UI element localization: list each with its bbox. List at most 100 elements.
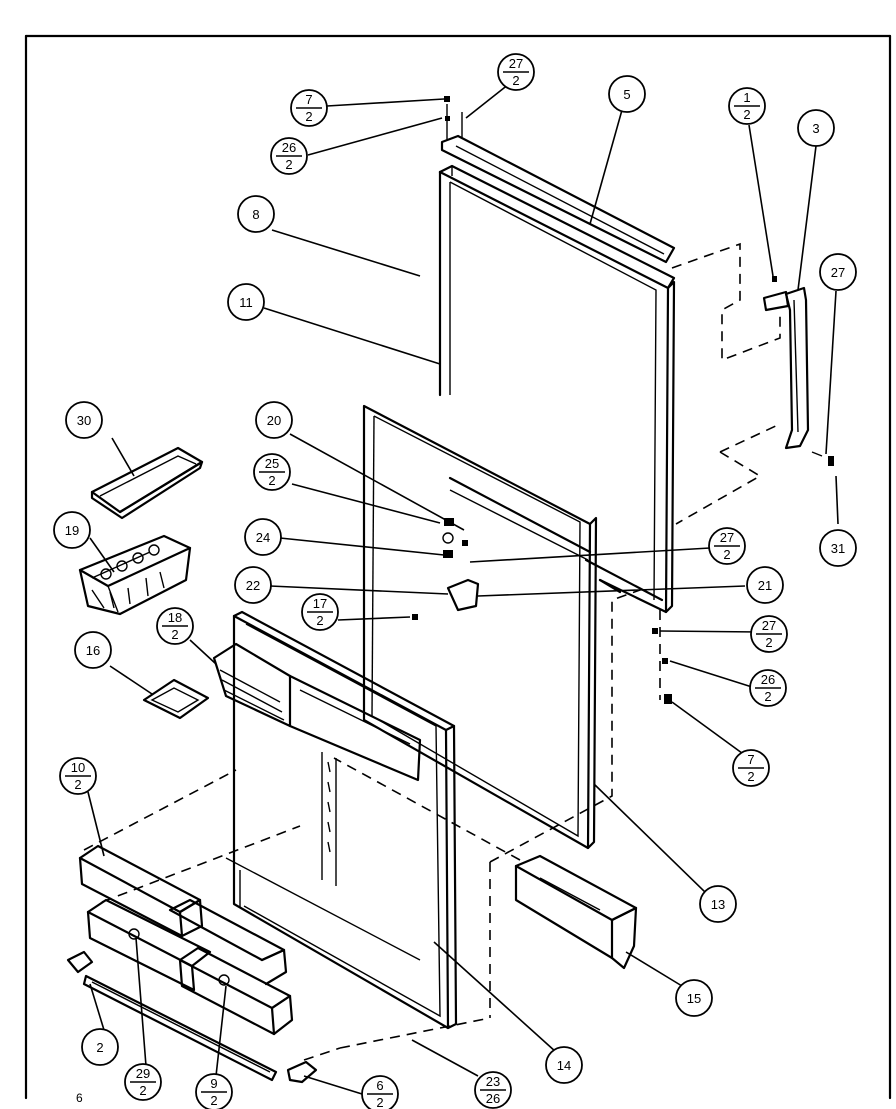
callout-31: 31 xyxy=(819,529,857,567)
callout-number: 11 xyxy=(239,295,253,310)
callout-25-2: 252 xyxy=(253,453,291,491)
callout-quantity: 2 xyxy=(171,627,178,642)
callout-number: 27 xyxy=(720,530,734,545)
callout-26-2-right: 262 xyxy=(749,669,787,707)
callout-number: 22 xyxy=(246,578,260,593)
callout-number: 29 xyxy=(136,1066,150,1081)
freezer-liner xyxy=(362,404,598,850)
callout-number: 2 xyxy=(96,1040,103,1055)
callout-number: 27 xyxy=(509,56,523,71)
hinge-outline-dashed xyxy=(671,242,781,525)
right-screws xyxy=(652,610,672,704)
callout-number: 20 xyxy=(267,413,281,428)
callout-number: 19 xyxy=(65,523,79,538)
callout-15: 15 xyxy=(675,979,713,1017)
callout-number: 21 xyxy=(758,578,772,593)
callout-14: 14 xyxy=(545,1046,583,1084)
callout-13: 13 xyxy=(699,885,737,923)
callout-quantity: 26 xyxy=(486,1091,500,1106)
callout-number: 30 xyxy=(77,413,91,428)
top-hinge xyxy=(440,96,676,264)
callout-17-2: 172 xyxy=(301,593,339,631)
callout-quantity: 2 xyxy=(210,1093,217,1108)
callout-circle xyxy=(65,401,103,439)
door-bins xyxy=(78,844,294,1036)
callout-number: 15 xyxy=(687,991,701,1006)
callout-circle xyxy=(746,566,784,604)
callout-19: 19 xyxy=(53,511,91,549)
callout-circle xyxy=(819,529,857,567)
callout-number: 16 xyxy=(86,643,100,658)
callout-22: 22 xyxy=(234,566,272,604)
callout-24: 24 xyxy=(244,518,282,556)
door-handle xyxy=(762,276,834,466)
callout-number: 5 xyxy=(623,87,630,102)
callout-quantity: 2 xyxy=(285,157,292,172)
callout-6-2: 62 xyxy=(361,1075,399,1109)
callout-circle xyxy=(699,885,737,923)
callout-quantity: 2 xyxy=(305,109,312,124)
callout-26-2-top: 262 xyxy=(270,137,308,175)
callout-circle xyxy=(255,401,293,439)
callout-circle xyxy=(234,566,272,604)
callout-number: 7 xyxy=(305,92,312,107)
callout-8: 8 xyxy=(237,195,275,233)
page-number: 6 xyxy=(76,1091,83,1105)
callout-18-2: 182 xyxy=(156,607,194,645)
callout-circle xyxy=(608,75,646,113)
callout-number: 18 xyxy=(168,610,182,625)
callout-number: 8 xyxy=(252,207,259,222)
callout-number: 31 xyxy=(831,541,845,556)
callout-circle xyxy=(244,518,282,556)
callout-number: 3 xyxy=(812,121,819,136)
panel-15 xyxy=(514,854,638,970)
callout-number: 26 xyxy=(761,672,775,687)
callout-30: 30 xyxy=(65,401,103,439)
callout-9-2: 92 xyxy=(195,1073,233,1109)
callout-16: 16 xyxy=(74,631,112,669)
callout-circle xyxy=(797,109,835,147)
tray-16 xyxy=(142,678,210,720)
callout-number: 26 xyxy=(282,140,296,155)
callout-quantity: 2 xyxy=(747,769,754,784)
callout-number: 1 xyxy=(743,90,750,105)
callout-quantity: 2 xyxy=(764,689,771,704)
callout-7-2-right: 72 xyxy=(732,749,770,787)
callout-quantity: 2 xyxy=(139,1083,146,1098)
bin-30 xyxy=(90,446,204,520)
callout-circle xyxy=(819,253,857,291)
callout-quantity: 2 xyxy=(316,613,323,628)
callout-number: 6 xyxy=(376,1078,383,1093)
callout-27-2-right: 272 xyxy=(750,615,788,653)
callout-quantity: 2 xyxy=(376,1095,383,1109)
callout-11: 11 xyxy=(227,283,265,321)
callout-circle xyxy=(361,1075,399,1109)
callout-number: 14 xyxy=(557,1058,571,1073)
callout-27-2-top: 272 xyxy=(497,53,535,91)
callout-20: 20 xyxy=(255,401,293,439)
callout-number: 7 xyxy=(747,752,754,767)
callout-number: 25 xyxy=(265,456,279,471)
alignment-lines xyxy=(83,589,641,1061)
page-border xyxy=(24,34,892,1100)
callout-number: 27 xyxy=(831,265,845,280)
callout-quantity: 2 xyxy=(723,547,730,562)
callout-quantity: 2 xyxy=(268,473,275,488)
callout-5: 5 xyxy=(608,75,646,113)
callout-21: 21 xyxy=(746,566,784,604)
callout-circle xyxy=(53,511,91,549)
callout-number: 27 xyxy=(762,618,776,633)
callout-number: 24 xyxy=(256,530,270,545)
callout-7-2-top: 72 xyxy=(290,89,328,127)
callout-number: 10 xyxy=(71,760,85,775)
callout-circle xyxy=(237,195,275,233)
callout-circle xyxy=(545,1046,583,1084)
freezer-door-panel xyxy=(438,164,676,614)
callout-circle xyxy=(74,631,112,669)
callout-number: 9 xyxy=(210,1076,217,1091)
callout-number: 23 xyxy=(486,1074,500,1089)
